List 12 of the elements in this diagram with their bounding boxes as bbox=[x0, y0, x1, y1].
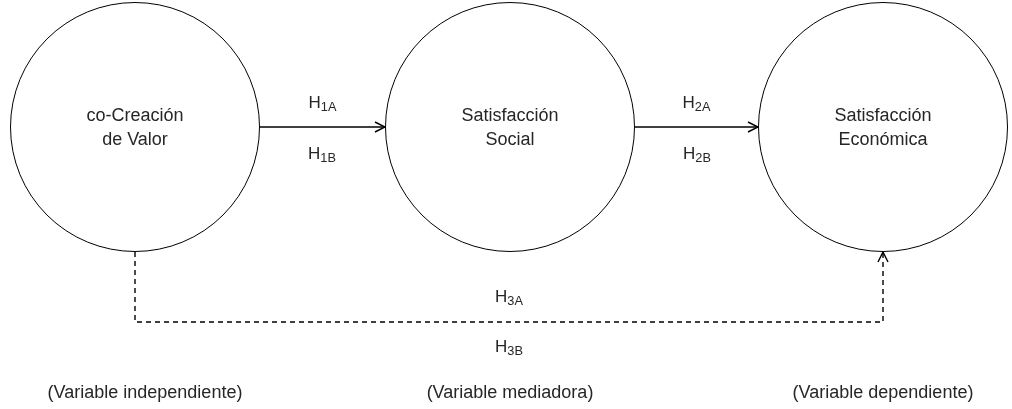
variable-name: Satisfacción Económica bbox=[833, 104, 933, 151]
arrow bbox=[634, 121, 759, 133]
variable-name: Satisfacción Social bbox=[460, 104, 560, 151]
variable-role: (Variable mediadora) bbox=[426, 380, 594, 404]
arrow bbox=[134, 251, 889, 323]
hypothesis-label: H$_{2B}$ bbox=[683, 143, 711, 167]
variable-name: co-Creación de Valor bbox=[85, 104, 185, 151]
arrow bbox=[259, 121, 386, 133]
hypothesis-label: H$_{3B}$ bbox=[495, 336, 523, 360]
hypothesis-label: H$_{1B}$ bbox=[308, 143, 336, 167]
variable-role: (Variable independiente) bbox=[47, 380, 243, 404]
variable-role: (Variable dependiente) bbox=[792, 380, 974, 404]
